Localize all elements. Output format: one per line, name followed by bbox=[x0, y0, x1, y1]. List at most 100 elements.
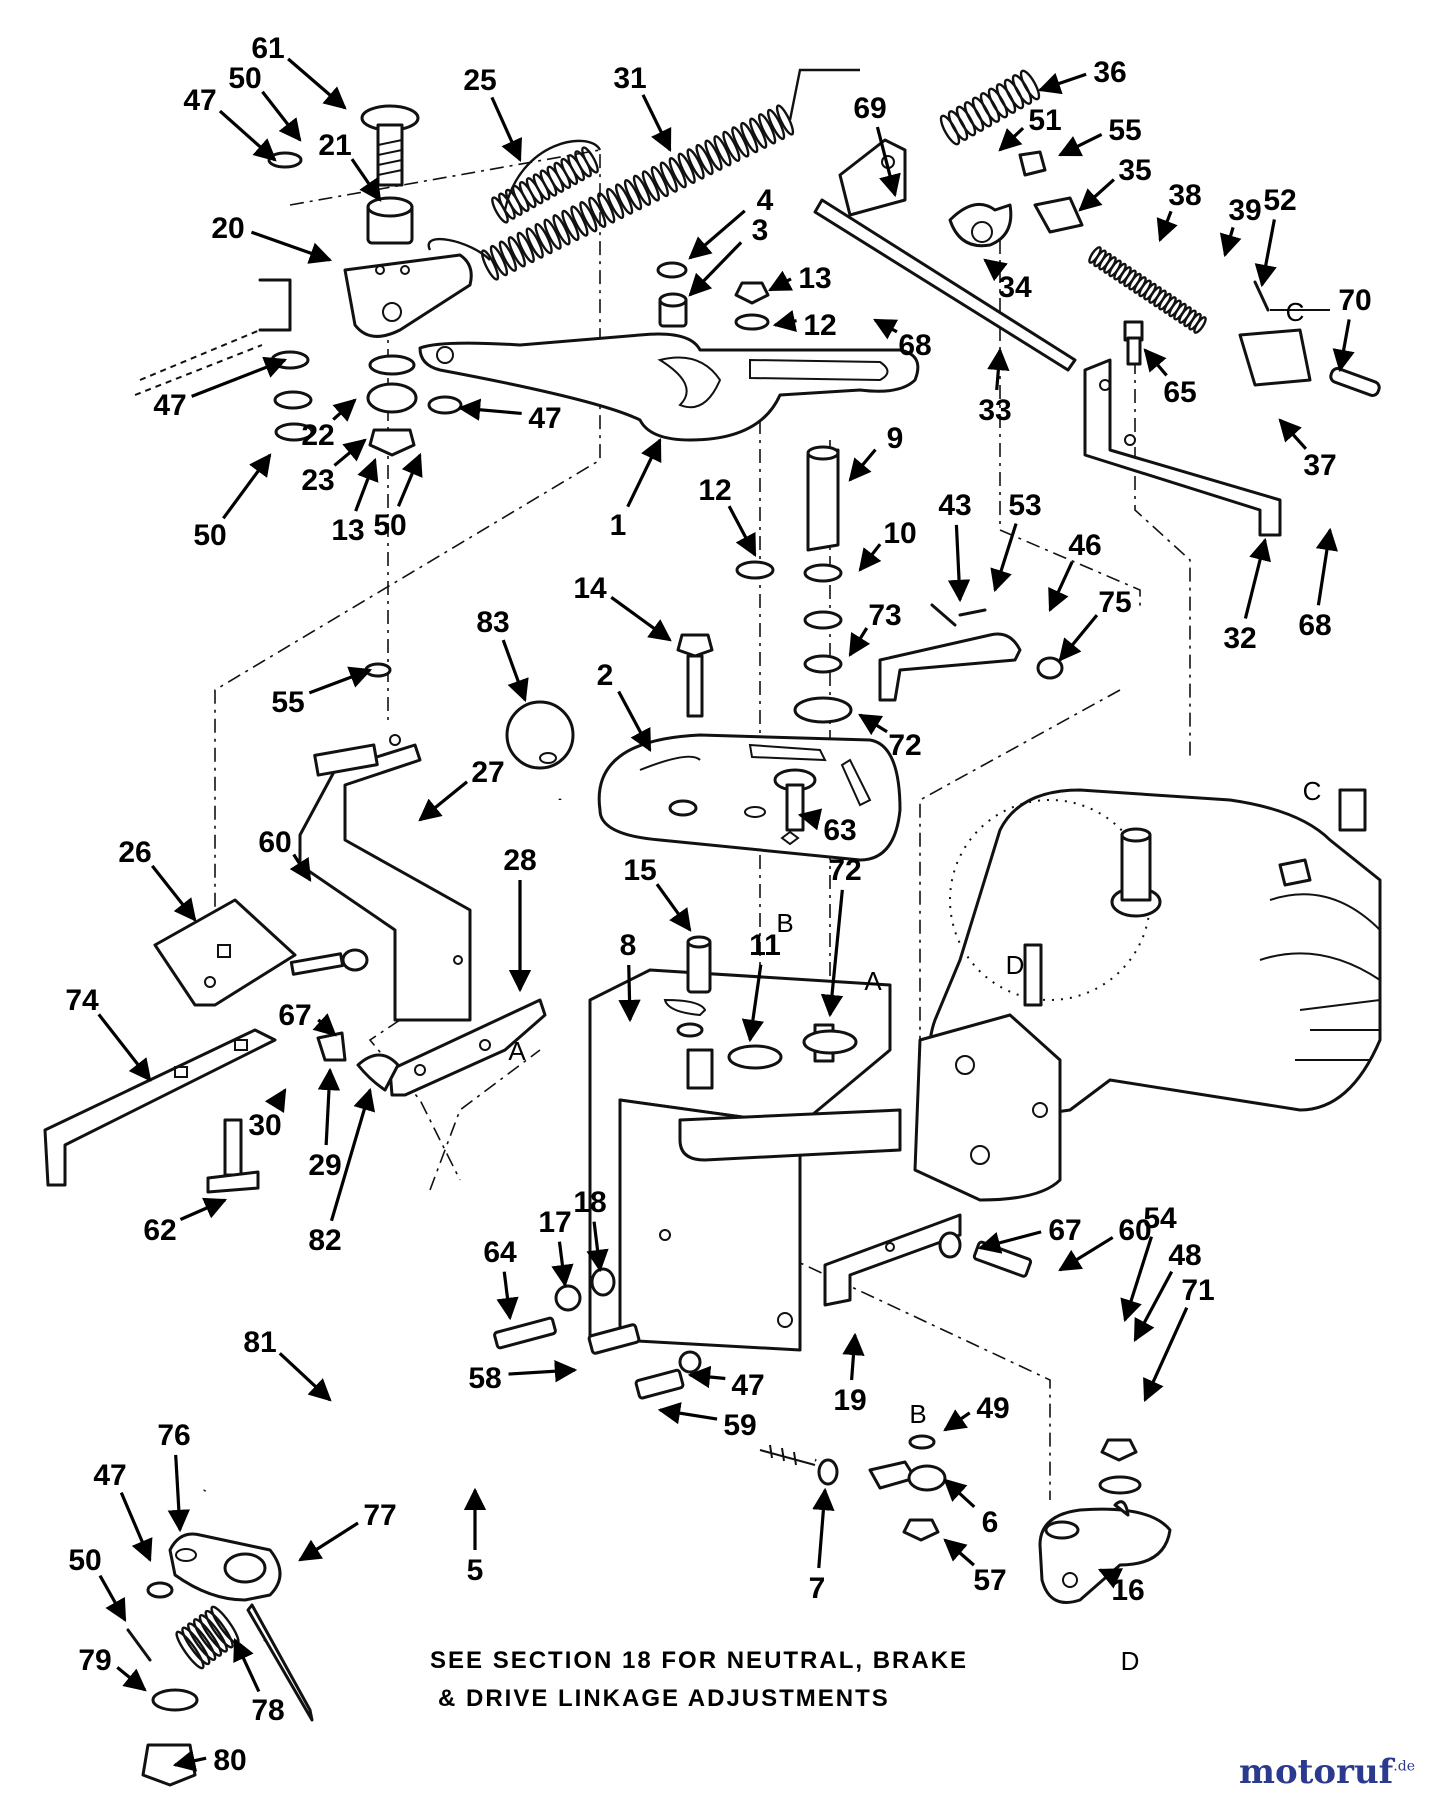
leader-arrow-11 bbox=[741, 964, 764, 1043]
leader-arrow-31 bbox=[641, 94, 672, 153]
leader-arrow-77 bbox=[298, 1521, 359, 1562]
leader-arrow-61 bbox=[287, 57, 347, 110]
callout-53: 53 bbox=[1008, 489, 1041, 522]
reference-letter-d2: D bbox=[1121, 1646, 1140, 1676]
leader-arrow-27 bbox=[418, 780, 469, 822]
callout-14: 14 bbox=[573, 572, 607, 605]
callout-60a: 60 bbox=[258, 826, 291, 859]
plate-26 bbox=[153, 898, 297, 1007]
callout-50b: 50 bbox=[193, 519, 226, 552]
callout-9: 9 bbox=[887, 422, 904, 455]
callout-68b: 68 bbox=[1298, 609, 1331, 642]
callout-20: 20 bbox=[211, 212, 244, 245]
callout-47c: 47 bbox=[528, 402, 561, 435]
leader-arrow-39 bbox=[1219, 226, 1242, 258]
callout-25: 25 bbox=[463, 64, 496, 97]
leader-arrow-60b bbox=[1058, 1236, 1114, 1272]
spacer-15-washers-11-72 bbox=[686, 935, 858, 1070]
callout-15: 15 bbox=[623, 854, 656, 887]
callout-12a: 12 bbox=[803, 309, 836, 342]
leader-arrow-36 bbox=[1037, 72, 1087, 95]
leader-arrow-55a bbox=[1057, 133, 1103, 157]
leader-arrow-13a bbox=[768, 270, 794, 292]
callout-75: 75 bbox=[1098, 586, 1131, 619]
bolt-14 bbox=[676, 633, 714, 718]
callout-60b: 60 bbox=[1118, 1214, 1151, 1247]
callout-23: 23 bbox=[301, 464, 334, 497]
callout-67b: 67 bbox=[1048, 1214, 1081, 1247]
callout-46: 46 bbox=[1068, 529, 1101, 562]
callout-62: 62 bbox=[143, 1214, 176, 1247]
leader-arrow-9 bbox=[848, 448, 877, 482]
leader-arrow-3 bbox=[688, 241, 743, 297]
plate-19 bbox=[823, 1213, 962, 1307]
washers-47-left bbox=[267, 151, 463, 442]
ball-joint-6-7-57-49 bbox=[817, 1434, 947, 1542]
callout-67a: 67 bbox=[278, 999, 311, 1032]
callout-37: 37 bbox=[1303, 449, 1336, 482]
spacer-21 bbox=[366, 196, 414, 245]
leader-arrow-71 bbox=[1143, 1307, 1189, 1403]
leader-arrow-33 bbox=[987, 347, 1010, 391]
leader-arrow-74 bbox=[97, 1013, 152, 1082]
rod-81 bbox=[260, 798, 571, 1643]
callout-47e: 47 bbox=[93, 1459, 126, 1492]
callout-52: 52 bbox=[1263, 184, 1296, 217]
fasteners-lower-middle bbox=[493, 1231, 1033, 1400]
callout-10: 10 bbox=[883, 517, 916, 550]
leader-arrow-1 bbox=[626, 437, 662, 508]
callout-22: 22 bbox=[301, 419, 334, 452]
leader-arrow-17 bbox=[551, 1241, 574, 1288]
leader-arrow-67b bbox=[977, 1230, 1042, 1254]
callout-6: 6 bbox=[982, 1506, 999, 1539]
leader-arrow-12a bbox=[772, 310, 797, 333]
leader-arrow-47a bbox=[218, 109, 277, 162]
leader-arrow-63 bbox=[797, 808, 823, 831]
leader-arrow-6 bbox=[943, 1478, 976, 1509]
callout-47d: 47 bbox=[731, 1369, 764, 1402]
callout-5: 5 bbox=[467, 1554, 484, 1587]
callout-70: 70 bbox=[1338, 284, 1371, 317]
callout-78: 78 bbox=[251, 1694, 284, 1727]
leader-arrow-68a bbox=[873, 318, 899, 340]
plate-1 bbox=[418, 332, 920, 442]
transmission bbox=[913, 788, 1382, 1202]
leader-arrow-48 bbox=[1133, 1270, 1174, 1342]
callout-54: 54 bbox=[1143, 1202, 1177, 1235]
leader-arrow-37 bbox=[1278, 418, 1308, 450]
callout-35: 35 bbox=[1118, 154, 1151, 187]
callout-50c: 50 bbox=[373, 509, 406, 542]
leader-arrow-18 bbox=[586, 1221, 609, 1273]
leader-arrow-55b bbox=[308, 666, 373, 695]
callout-50a: 50 bbox=[228, 62, 261, 95]
reference-letter-c2: C bbox=[1303, 776, 1322, 806]
watermark-logo: motoruf.de bbox=[1239, 1752, 1415, 1792]
leader-arrow-72a bbox=[858, 713, 888, 736]
callout-58: 58 bbox=[468, 1362, 501, 1395]
spring-36 bbox=[939, 69, 1041, 146]
callout-74: 74 bbox=[65, 984, 99, 1017]
callout-30: 30 bbox=[248, 1109, 281, 1142]
callout-28: 28 bbox=[503, 844, 536, 877]
callout-59: 59 bbox=[723, 1409, 756, 1442]
leader-arrow-23 bbox=[333, 438, 367, 467]
callout-68a: 68 bbox=[898, 329, 931, 362]
leader-arrow-12b bbox=[727, 505, 757, 557]
callout-29: 29 bbox=[308, 1149, 341, 1182]
leader-arrow-50d bbox=[98, 1574, 127, 1622]
leader-arrow-82 bbox=[329, 1087, 376, 1222]
callout-47b: 47 bbox=[153, 389, 186, 422]
callout-17: 17 bbox=[538, 1206, 571, 1239]
leader-arrow-73 bbox=[848, 627, 871, 657]
callout-4: 4 bbox=[757, 184, 774, 217]
column-9-10-72 bbox=[735, 445, 853, 724]
leader-arrow-51 bbox=[998, 126, 1025, 152]
leader-arrow-52 bbox=[1254, 219, 1277, 288]
leader-arrow-70 bbox=[1332, 319, 1355, 373]
note-line-1: SEE SECTION 18 FOR NEUTRAL, BRAKE bbox=[430, 1647, 968, 1674]
bracket-8 bbox=[588, 968, 902, 1352]
leader-arrow-25 bbox=[490, 96, 522, 163]
leader-arrow-76 bbox=[167, 1454, 191, 1533]
leader-arrow-75 bbox=[1058, 614, 1099, 662]
spring-78 bbox=[175, 1605, 240, 1670]
